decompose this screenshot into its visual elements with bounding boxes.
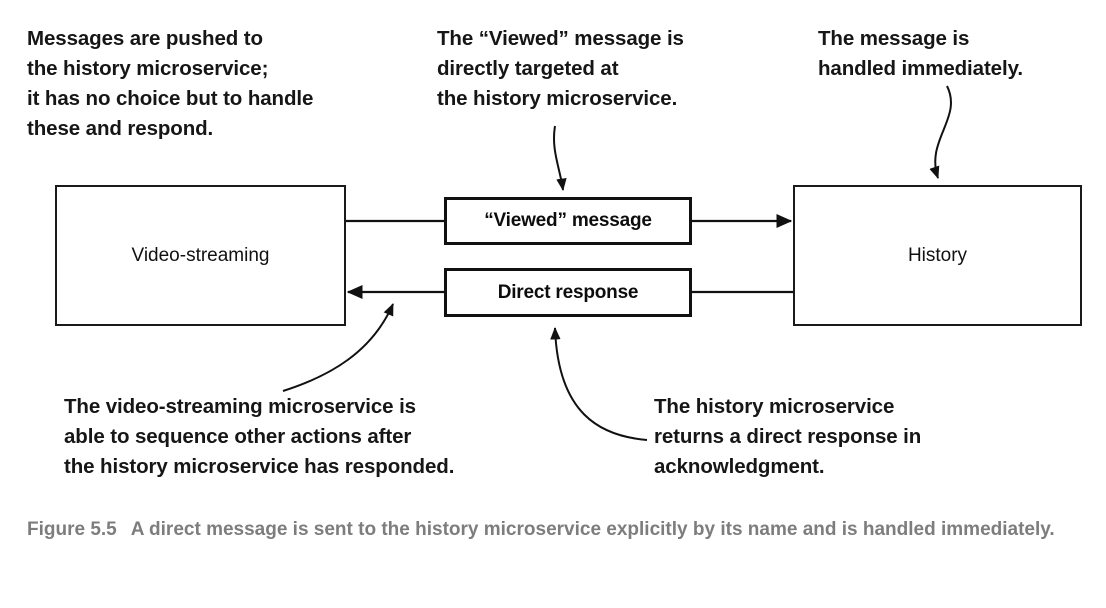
figure-caption: Figure 5.5 A direct message is sent to th…: [27, 514, 1087, 545]
service-box-video-streaming[interactable]: Video-streaming: [55, 185, 346, 326]
figure-caption-text: A direct message is sent to the history …: [130, 519, 1055, 540]
message-label-viewed: “Viewed” message: [484, 210, 652, 231]
callout-arrow-viewed: [553, 125, 567, 191]
message-label-direct-response: Direct response: [497, 281, 639, 303]
service-label-history: History: [907, 244, 968, 266]
callout-arrow-acknowledgment: [550, 327, 648, 441]
annotation-viewed-targeted: The “Viewed” message is directly targete…: [437, 27, 684, 110]
message-box-viewed[interactable]: “Viewed” message: [444, 197, 692, 245]
annotation-messages-pushed: Messages are pushed to the history micro…: [27, 27, 314, 140]
service-box-history[interactable]: History: [793, 185, 1082, 326]
annotation-handled-immediately: The message is handled immediately.: [818, 27, 1023, 80]
service-label-video-streaming: Video-streaming: [131, 244, 270, 266]
annotation-acknowledgment: The history microservice returns a direc…: [654, 395, 922, 478]
annotation-sequence-actions: The video-streaming microservice is able…: [64, 395, 455, 478]
callout-arrow-handled: [929, 85, 952, 179]
message-box-direct-response[interactable]: Direct response: [444, 268, 692, 317]
figure-caption-number: Figure 5.5: [27, 519, 117, 540]
